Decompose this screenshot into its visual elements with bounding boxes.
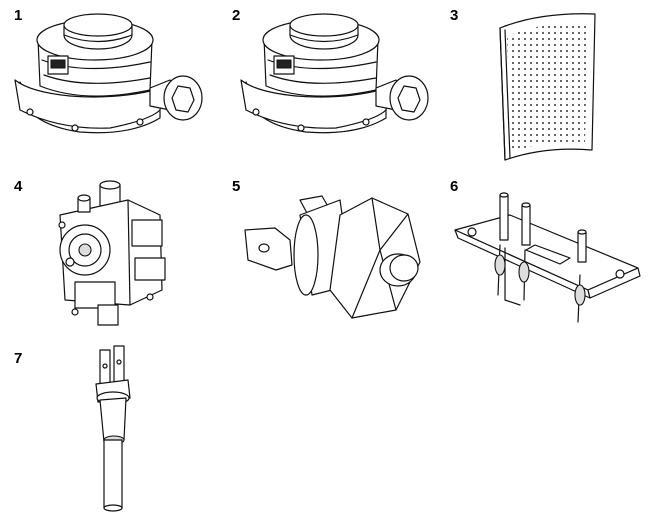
part-number-2: 2 <box>232 7 241 24</box>
part-number-7: 7 <box>14 350 23 367</box>
part-number-1: 1 <box>14 7 23 24</box>
part-number-6: 6 <box>450 178 459 195</box>
part-number-3: 3 <box>450 7 459 24</box>
part-number-4: 4 <box>14 178 23 195</box>
part-number-5: 5 <box>232 178 241 195</box>
